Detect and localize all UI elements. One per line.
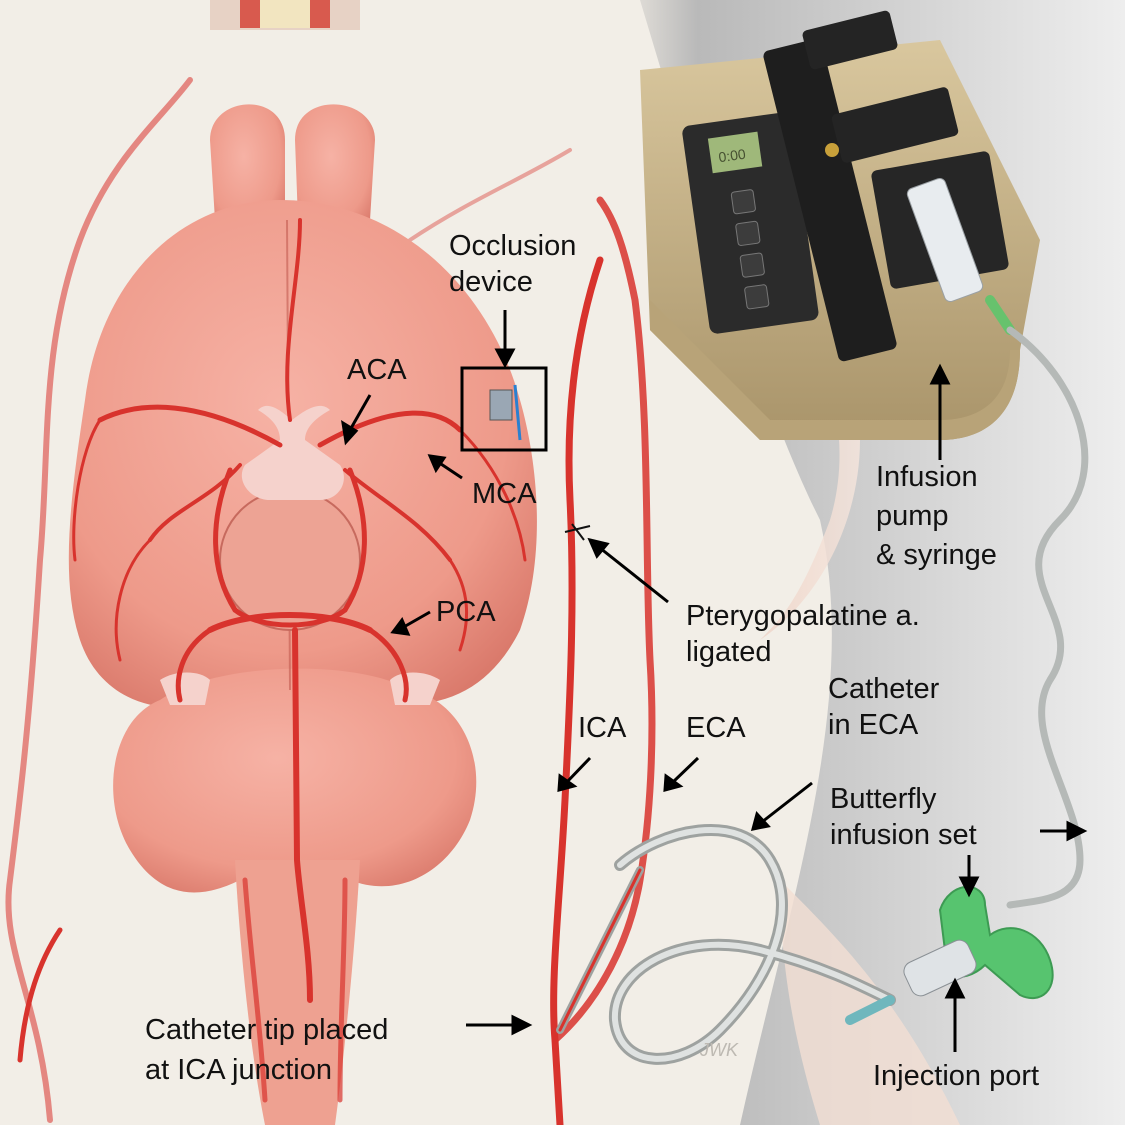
artist-signature: JWK (700, 1040, 738, 1060)
label-ica: ICA (578, 712, 627, 744)
label-eca: ECA (686, 712, 746, 744)
label-catheter-tip: Catheter tip placed at ICA junction (145, 1014, 389, 1086)
label-mca: MCA (472, 478, 537, 510)
label-infusion-pump: Infusion pump & syringe (876, 461, 997, 571)
pump-tubing (1006, 326, 1089, 909)
callout-arrows (341, 310, 1088, 1052)
label-aca: ACA (347, 354, 407, 386)
label-pca: PCA (436, 596, 496, 628)
cerebral-arteries (72, 218, 527, 1103)
olfactory-bulb-right (295, 104, 375, 235)
injection-port-hub (903, 939, 977, 997)
occlusion-device (460, 366, 548, 452)
label-injection-port: Injection port (873, 1060, 1040, 1092)
optic-chiasm (241, 405, 344, 500)
trigeminal-left (160, 672, 210, 705)
rodent-body (780, 880, 960, 1125)
pump-display-text: 0:00 (717, 146, 746, 166)
label-catheter-in-eca: Catheter in ECA (828, 673, 940, 741)
infusion-pump: 0:00 (640, 10, 1040, 440)
ligature (564, 523, 591, 541)
catheter (556, 823, 896, 1065)
brain (68, 104, 537, 1125)
trigeminal-right (390, 672, 440, 705)
label-butterfly-infusion-set: Butterfly infusion set (830, 783, 977, 851)
butterfly-set (845, 885, 1054, 1025)
spinal-column (210, 0, 360, 30)
pump-display (707, 131, 763, 174)
label-occlusion-device: Occlusion device (449, 230, 577, 298)
pump-buttons (730, 189, 770, 310)
carotid-vessels (5, 77, 656, 1125)
brainstem (235, 860, 360, 1125)
pump-rail (763, 38, 897, 362)
midbrain (219, 489, 361, 631)
syringe (906, 177, 984, 303)
label-pterygopalatine: Pterygopalatine a. ligated (686, 600, 920, 668)
